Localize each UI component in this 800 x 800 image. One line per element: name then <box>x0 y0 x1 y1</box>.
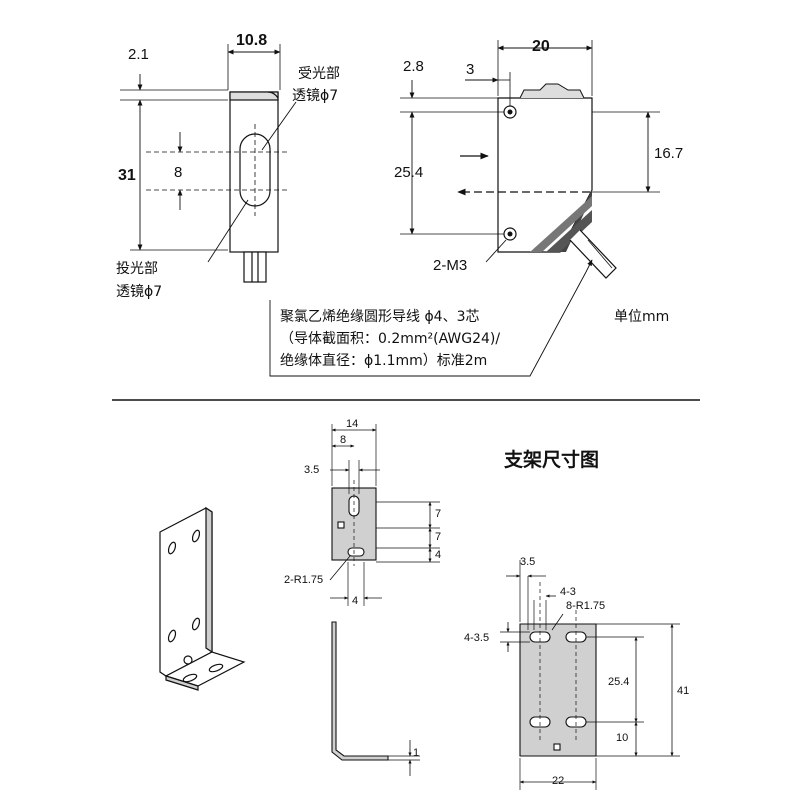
sensor-side-view <box>269 40 660 377</box>
bracket-back-height-dim: 41 <box>677 685 690 697</box>
bracket-front-width-dim: 14 <box>346 418 359 430</box>
bracket-back-width-dim: 22 <box>552 775 565 787</box>
side-axis-dim: 16.7 <box>654 145 684 162</box>
bracket-front-slot-dim: 3.5 <box>304 464 320 476</box>
cable-spec-line-2: （导体截面积：0.2mm²(AWG24)/ <box>280 331 501 347</box>
bracket-front-slot-len-1: 7 <box>435 508 442 520</box>
bracket-front-slot-end: 4 <box>435 549 442 561</box>
screw-label: 2-M3 <box>433 257 468 274</box>
bracket-back-slot-w-dim: 3.5 <box>520 556 536 568</box>
front-offset-dim: 2.1 <box>128 46 149 63</box>
receiver-label-2: 透镜ϕ7 <box>292 88 339 104</box>
bracket-back-pitch-label: 4-3 <box>560 586 576 598</box>
receiver-label-1: 受光部 <box>298 66 340 82</box>
bracket-front-center-dim: 8 <box>340 434 347 446</box>
sensor-front-view <box>120 44 297 283</box>
side-hole-offset-dim: 2.8 <box>403 58 424 75</box>
bracket-back-bottom-dim: 10 <box>616 732 629 744</box>
side-width-dim: 20 <box>532 38 550 55</box>
side-hole-x-dim: 3 <box>466 61 475 78</box>
side-hole-pitch-dim: 25.4 <box>394 164 424 181</box>
emitter-label-2: 透镜ϕ7 <box>116 284 163 300</box>
bracket-front-radius-label: 2-R1.75 <box>284 574 324 586</box>
bracket-front-slot-len-2: 7 <box>435 531 442 543</box>
cable-spec-line-1: 聚氯乙烯绝缘圆形导线 ϕ4、3芯 <box>280 309 480 325</box>
bracket-side-view <box>331 621 420 776</box>
bracket-back-pitch-dim: 25.4 <box>608 676 630 688</box>
front-height-dim: 31 <box>118 167 136 184</box>
front-width-dim: 10.8 <box>236 32 268 49</box>
bracket-title: 支架尺寸图 <box>504 449 600 471</box>
emitter-label-1: 投光部 <box>116 261 158 277</box>
front-lens-pitch-dim: 8 <box>174 164 183 181</box>
cable-spec-line-3: 绝缘体直径：ϕ1.1mm）标准2m <box>280 353 488 369</box>
bracket-back-slot-h-dim: 4-3.5 <box>464 632 490 644</box>
bracket-front-view <box>329 424 440 606</box>
cable-spec: 聚氯乙烯绝缘圆形导线 ϕ4、3芯 （导体截面积：0.2mm²(AWG24)/ 绝… <box>280 306 500 372</box>
bracket-thickness-dim: 1 <box>413 747 420 759</box>
bracket-front-bottom-dim: 4 <box>352 595 359 607</box>
bracket-back-view <box>500 560 680 790</box>
bracket-back-radius-label: 8-R1.75 <box>566 600 606 612</box>
bracket-perspective <box>159 506 246 691</box>
unit-label: 单位mm <box>614 309 670 325</box>
